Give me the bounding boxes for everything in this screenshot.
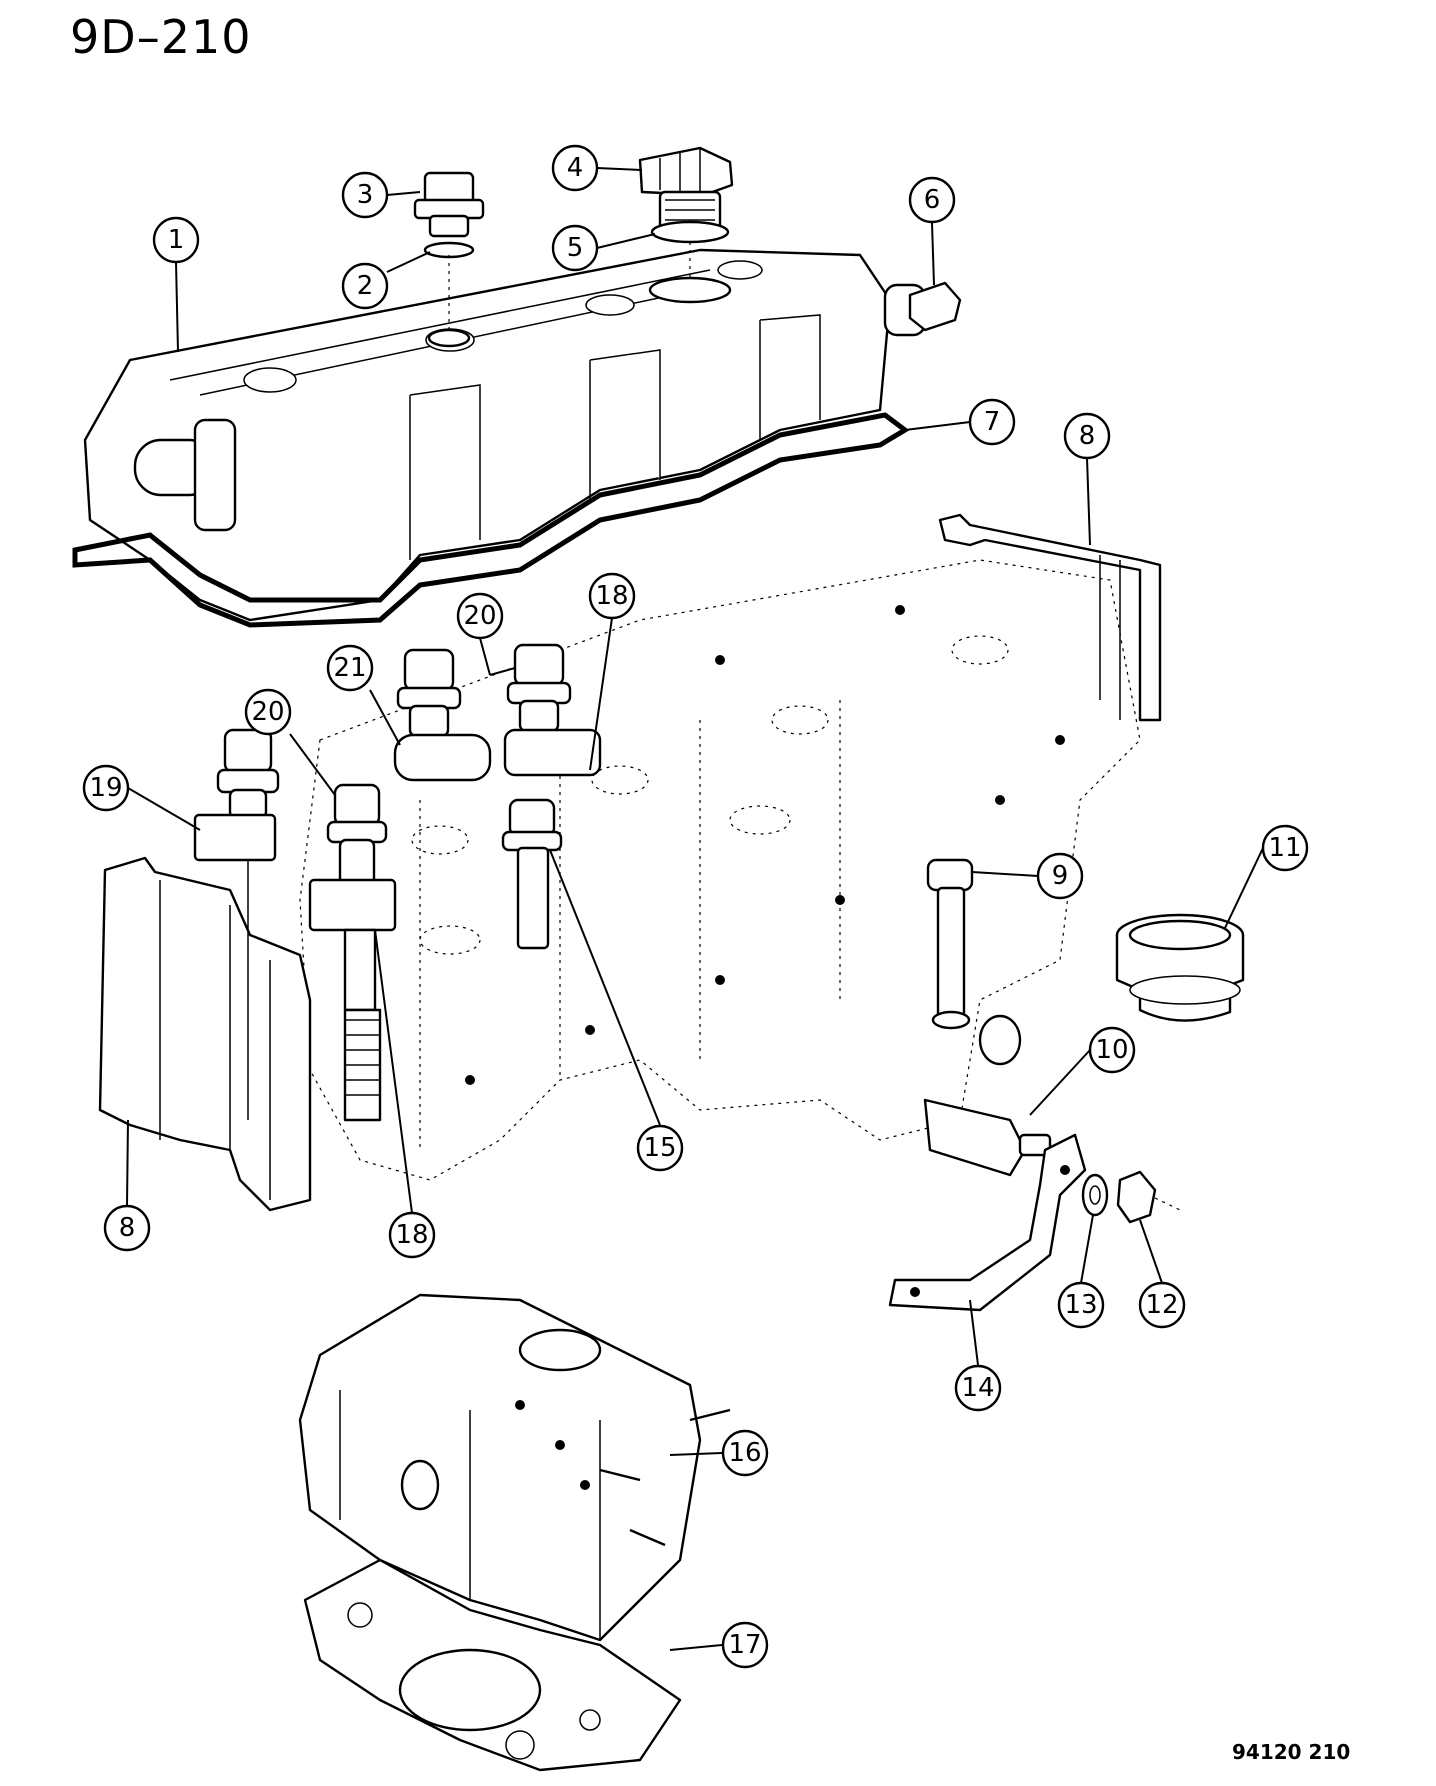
head-16 — [298, 1293, 731, 1652]
callout-3: 3 — [341, 171, 389, 219]
svg-text:3: 3 — [357, 180, 374, 210]
callout-20-right: 20 — [456, 592, 504, 640]
plug-11 — [1115, 913, 1245, 1022]
nut-12 — [1116, 1170, 1181, 1224]
bolt-18-center — [308, 783, 397, 1122]
valve-cover — [83, 248, 927, 622]
callout-17: 17 — [721, 1621, 769, 1669]
callout-7: 7 — [968, 398, 1016, 446]
cylinder-head — [299, 559, 1141, 1181]
callout-14: 14 — [954, 1364, 1002, 1412]
callout-13: 13 — [1057, 1281, 1105, 1329]
svg-text:1: 1 — [168, 225, 185, 255]
bracket-14 — [888, 1133, 1087, 1312]
svg-text:11: 11 — [1268, 833, 1301, 863]
svg-text:19: 19 — [89, 773, 122, 803]
svg-text:17: 17 — [728, 1630, 761, 1660]
svg-text:20: 20 — [251, 697, 284, 727]
front-cover-plate — [98, 856, 312, 1212]
callout-15: 15 — [636, 1124, 684, 1172]
callout-9: 9 — [1036, 852, 1084, 900]
bolt-20-left — [193, 728, 280, 1120]
callout-8-lower: 8 — [103, 1204, 151, 1252]
callout-4: 4 — [551, 144, 599, 192]
callout-18-upper: 18 — [588, 572, 636, 620]
svg-text:7: 7 — [984, 407, 1001, 437]
figure-code: 94120 210 — [1232, 1740, 1351, 1764]
svg-text:10: 10 — [1095, 1035, 1128, 1065]
end-cap — [908, 281, 962, 332]
callout-11: 11 — [1261, 824, 1309, 872]
callout-1: 1 — [152, 216, 200, 264]
callout-20-left: 20 — [244, 688, 292, 736]
svg-text:15: 15 — [643, 1133, 676, 1163]
svg-text:16: 16 — [728, 1438, 761, 1468]
svg-text:18: 18 — [595, 581, 628, 611]
svg-text:2: 2 — [357, 271, 374, 301]
callout-5: 5 — [551, 224, 599, 272]
svg-text:6: 6 — [924, 185, 941, 215]
callout-21: 21 — [326, 644, 374, 692]
svg-text:12: 12 — [1145, 1290, 1178, 1320]
callout-10: 10 — [1088, 1026, 1136, 1074]
svg-text:21: 21 — [333, 653, 366, 683]
svg-text:14: 14 — [961, 1373, 994, 1403]
callout-18-lower: 18 — [388, 1211, 436, 1259]
sensor-10 — [923, 1098, 1052, 1177]
bolt-20-right — [503, 643, 602, 777]
callout-19: 19 — [82, 764, 130, 812]
svg-text:4: 4 — [567, 153, 584, 183]
callout-6: 6 — [908, 176, 956, 224]
svg-text:9: 9 — [1052, 861, 1069, 891]
gasket-17 — [303, 1558, 682, 1772]
callout-16: 16 — [721, 1429, 769, 1477]
svg-text:8: 8 — [1079, 421, 1096, 451]
callout-8-upper: 8 — [1063, 412, 1111, 460]
callout-2: 2 — [341, 262, 389, 310]
oil-plug — [413, 171, 485, 348]
svg-text:8: 8 — [119, 1213, 136, 1243]
filler-cap — [638, 146, 734, 304]
bolt-21 — [393, 648, 492, 782]
page-title: 9D–210 — [70, 10, 252, 64]
valve-cover-gasket — [72, 412, 910, 628]
stud-9 — [926, 858, 1022, 1066]
washer-13 — [1081, 1173, 1109, 1217]
svg-text:20: 20 — [463, 601, 496, 631]
svg-text:13: 13 — [1064, 1290, 1097, 1320]
svg-text:5: 5 — [567, 233, 584, 263]
callout-12: 12 — [1138, 1281, 1186, 1329]
svg-text:18: 18 — [395, 1220, 428, 1250]
rear-cover-plate — [938, 513, 1162, 722]
bolt-15 — [501, 798, 563, 950]
leader-lines — [126, 167, 1264, 1651]
